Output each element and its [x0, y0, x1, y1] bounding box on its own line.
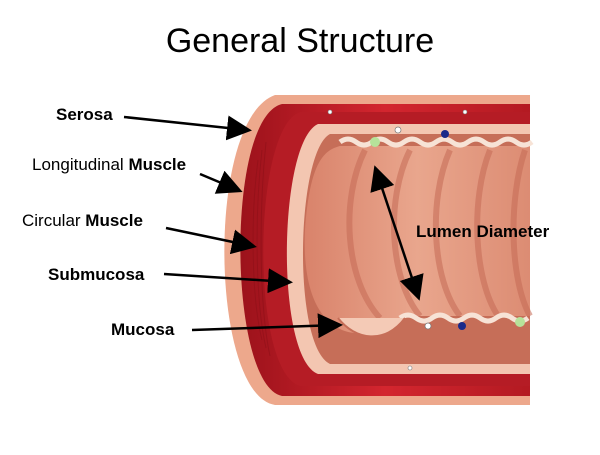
label-lumen-diameter: Lumen Diameter	[416, 222, 549, 242]
submucosa-arrow	[163, 268, 293, 294]
label-lumen-text: Lumen Diameter	[416, 222, 550, 241]
label-circular-prefix: Circular	[22, 211, 81, 230]
lumen-diameter-arrow	[370, 165, 424, 301]
cell-markers	[327, 109, 525, 371]
label-submucosa-text: Submucosa	[48, 265, 145, 284]
serosa-arrow	[123, 115, 252, 141]
longitudinal-muscle-arrow	[199, 170, 243, 194]
mucosa-flap	[337, 317, 406, 338]
label-mucosa: Mucosa	[111, 320, 174, 340]
tube-body	[224, 95, 534, 405]
villi-bottom	[398, 312, 530, 324]
diagram-title: General Structure	[165, 22, 435, 60]
label-longitudinal-prefix: Longitudinal	[32, 155, 124, 174]
label-longitudinal-bold: Muscle	[128, 155, 187, 174]
label-serosa-text: Serosa	[56, 105, 113, 124]
label-arrows	[123, 115, 424, 339]
label-submucosa: Submucosa	[48, 265, 144, 285]
label-mucosa-text: Mucosa	[111, 320, 175, 339]
label-longitudinal-muscle: Longitudinal Muscle	[32, 155, 186, 175]
label-serosa: Serosa	[56, 105, 113, 125]
label-circular-bold: Muscle	[85, 211, 143, 230]
label-circular-muscle: Circular Muscle	[22, 211, 143, 231]
circular-muscle-arrow	[165, 226, 257, 255]
mucosa-arrow	[191, 313, 343, 339]
